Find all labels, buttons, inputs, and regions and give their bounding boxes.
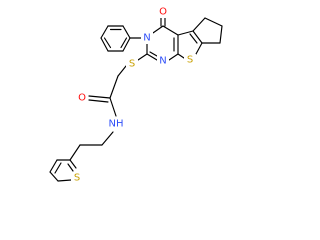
atom-labels: O N S N S O NH S [71,6,196,184]
atom-s-thioether: S [129,59,135,70]
atom-n-ring-lower: N [159,56,166,67]
pyrimidinone-ring [129,16,179,61]
atom-s-thiophene-side: S [74,173,80,184]
cyclopentane-ring [192,17,223,44]
molecule-diagram: O N S N S O NH S [49,6,223,184]
atom-s-thiophene-fused: S [187,55,193,66]
side-thiophene-ring [49,159,77,182]
side-chain [69,53,148,161]
atom-nh-amide: NH [109,119,124,130]
atom-o-carbonyl-ring: O [159,7,167,18]
fused-thiophene-ring [177,30,203,59]
atom-n-ring-phenyl: N [143,33,150,44]
phenyl-ring [100,25,131,52]
atom-o-amide: O [78,93,86,104]
